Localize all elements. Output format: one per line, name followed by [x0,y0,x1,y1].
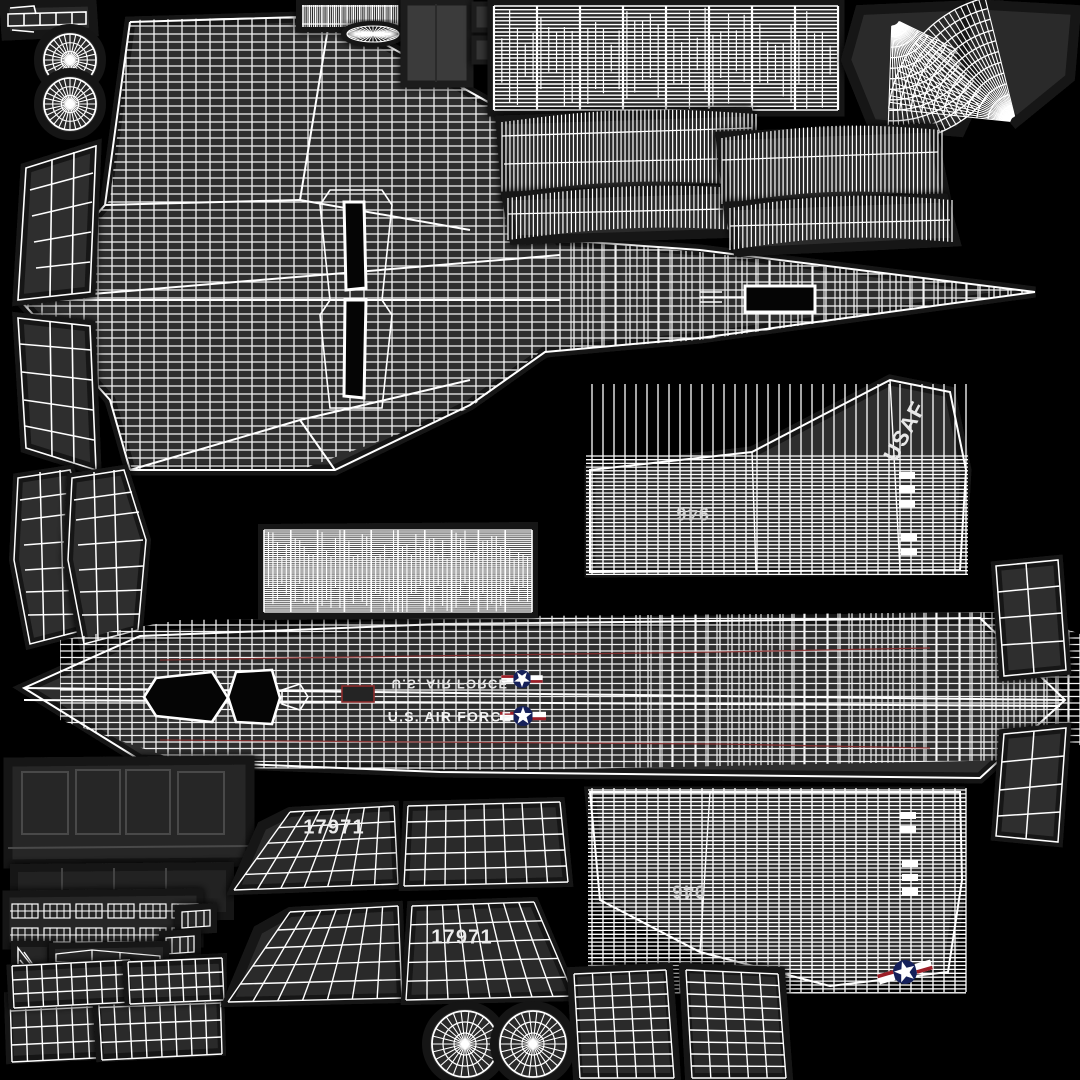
tail-ladder-marks-lower [900,812,918,895]
wires-top-barcode-strip [302,5,399,27]
wires-pitot-strut [7,5,87,33]
canopy-cutout-group [319,189,393,409]
roundel-wing-lower [877,959,933,985]
wires-elevon-ul-2 [127,957,225,1005]
wires-inlet-cone-right [888,0,1016,122]
island-nacelle-shell-b [678,962,794,1080]
upper-nose-hatch [700,284,817,314]
roundel-fuselage-top [501,670,543,688]
upper-body-outline-wires [18,14,1036,471]
wires-nacelle-shell-a [573,969,675,1079]
roundel-fuselage-bot [500,706,546,726]
wires-nacelle-shell-b [685,969,787,1079]
wires-band-a [501,109,758,194]
tail-ladder-marks-upper [899,472,917,555]
wires-detail-strip [263,529,533,613]
wires-nacelle-panel-b [67,469,147,645]
wires-band-c [721,125,943,204]
serial-946-upper: 946 [675,503,709,523]
lower-fuselage-redlines [159,647,931,749]
serial-946-lower: 946 [671,881,705,901]
island-wheel-disc [490,1001,576,1080]
wires-top-detail-grid [492,5,840,111]
island-left-fin-lower [12,311,102,478]
island-wheel-disc [422,1001,508,1080]
island-left-fin-upper [12,138,102,307]
wires-control-surface-a [233,805,399,891]
wires-nacelle-panel-a [13,469,93,645]
island-inlet-cone-right [956,0,1080,129]
usaf-fuselage-top: U.S. AIR FORCE [392,677,509,692]
wires-right-fin-upper [995,559,1067,677]
wires-control-surface-d [405,901,575,1001]
wires-right-fin-lower [995,727,1067,843]
lower-hatch-panel [341,685,375,703]
tailnum-17971-a: 17971 [303,816,365,838]
wires-control-surface-c [227,905,403,1003]
island-top-gear-box [400,0,474,88]
island-band-c [714,123,952,211]
island-wheel-disc [34,68,106,140]
wires-control-surface-b [403,801,569,887]
wires-band-d [729,195,953,250]
tailnum-17971-b: 17971 [431,926,493,948]
radial-island-group [34,24,576,1080]
roundel-layer [500,670,933,985]
wires-gear-bay-blocks [7,769,251,849]
wires-left-fin-upper [17,144,97,301]
usaf-fuselage-bot: U.S. AIR FORCE [388,709,512,725]
cockpit-cutouts-lower [142,668,309,726]
wires-top-small-disc [346,25,400,43]
